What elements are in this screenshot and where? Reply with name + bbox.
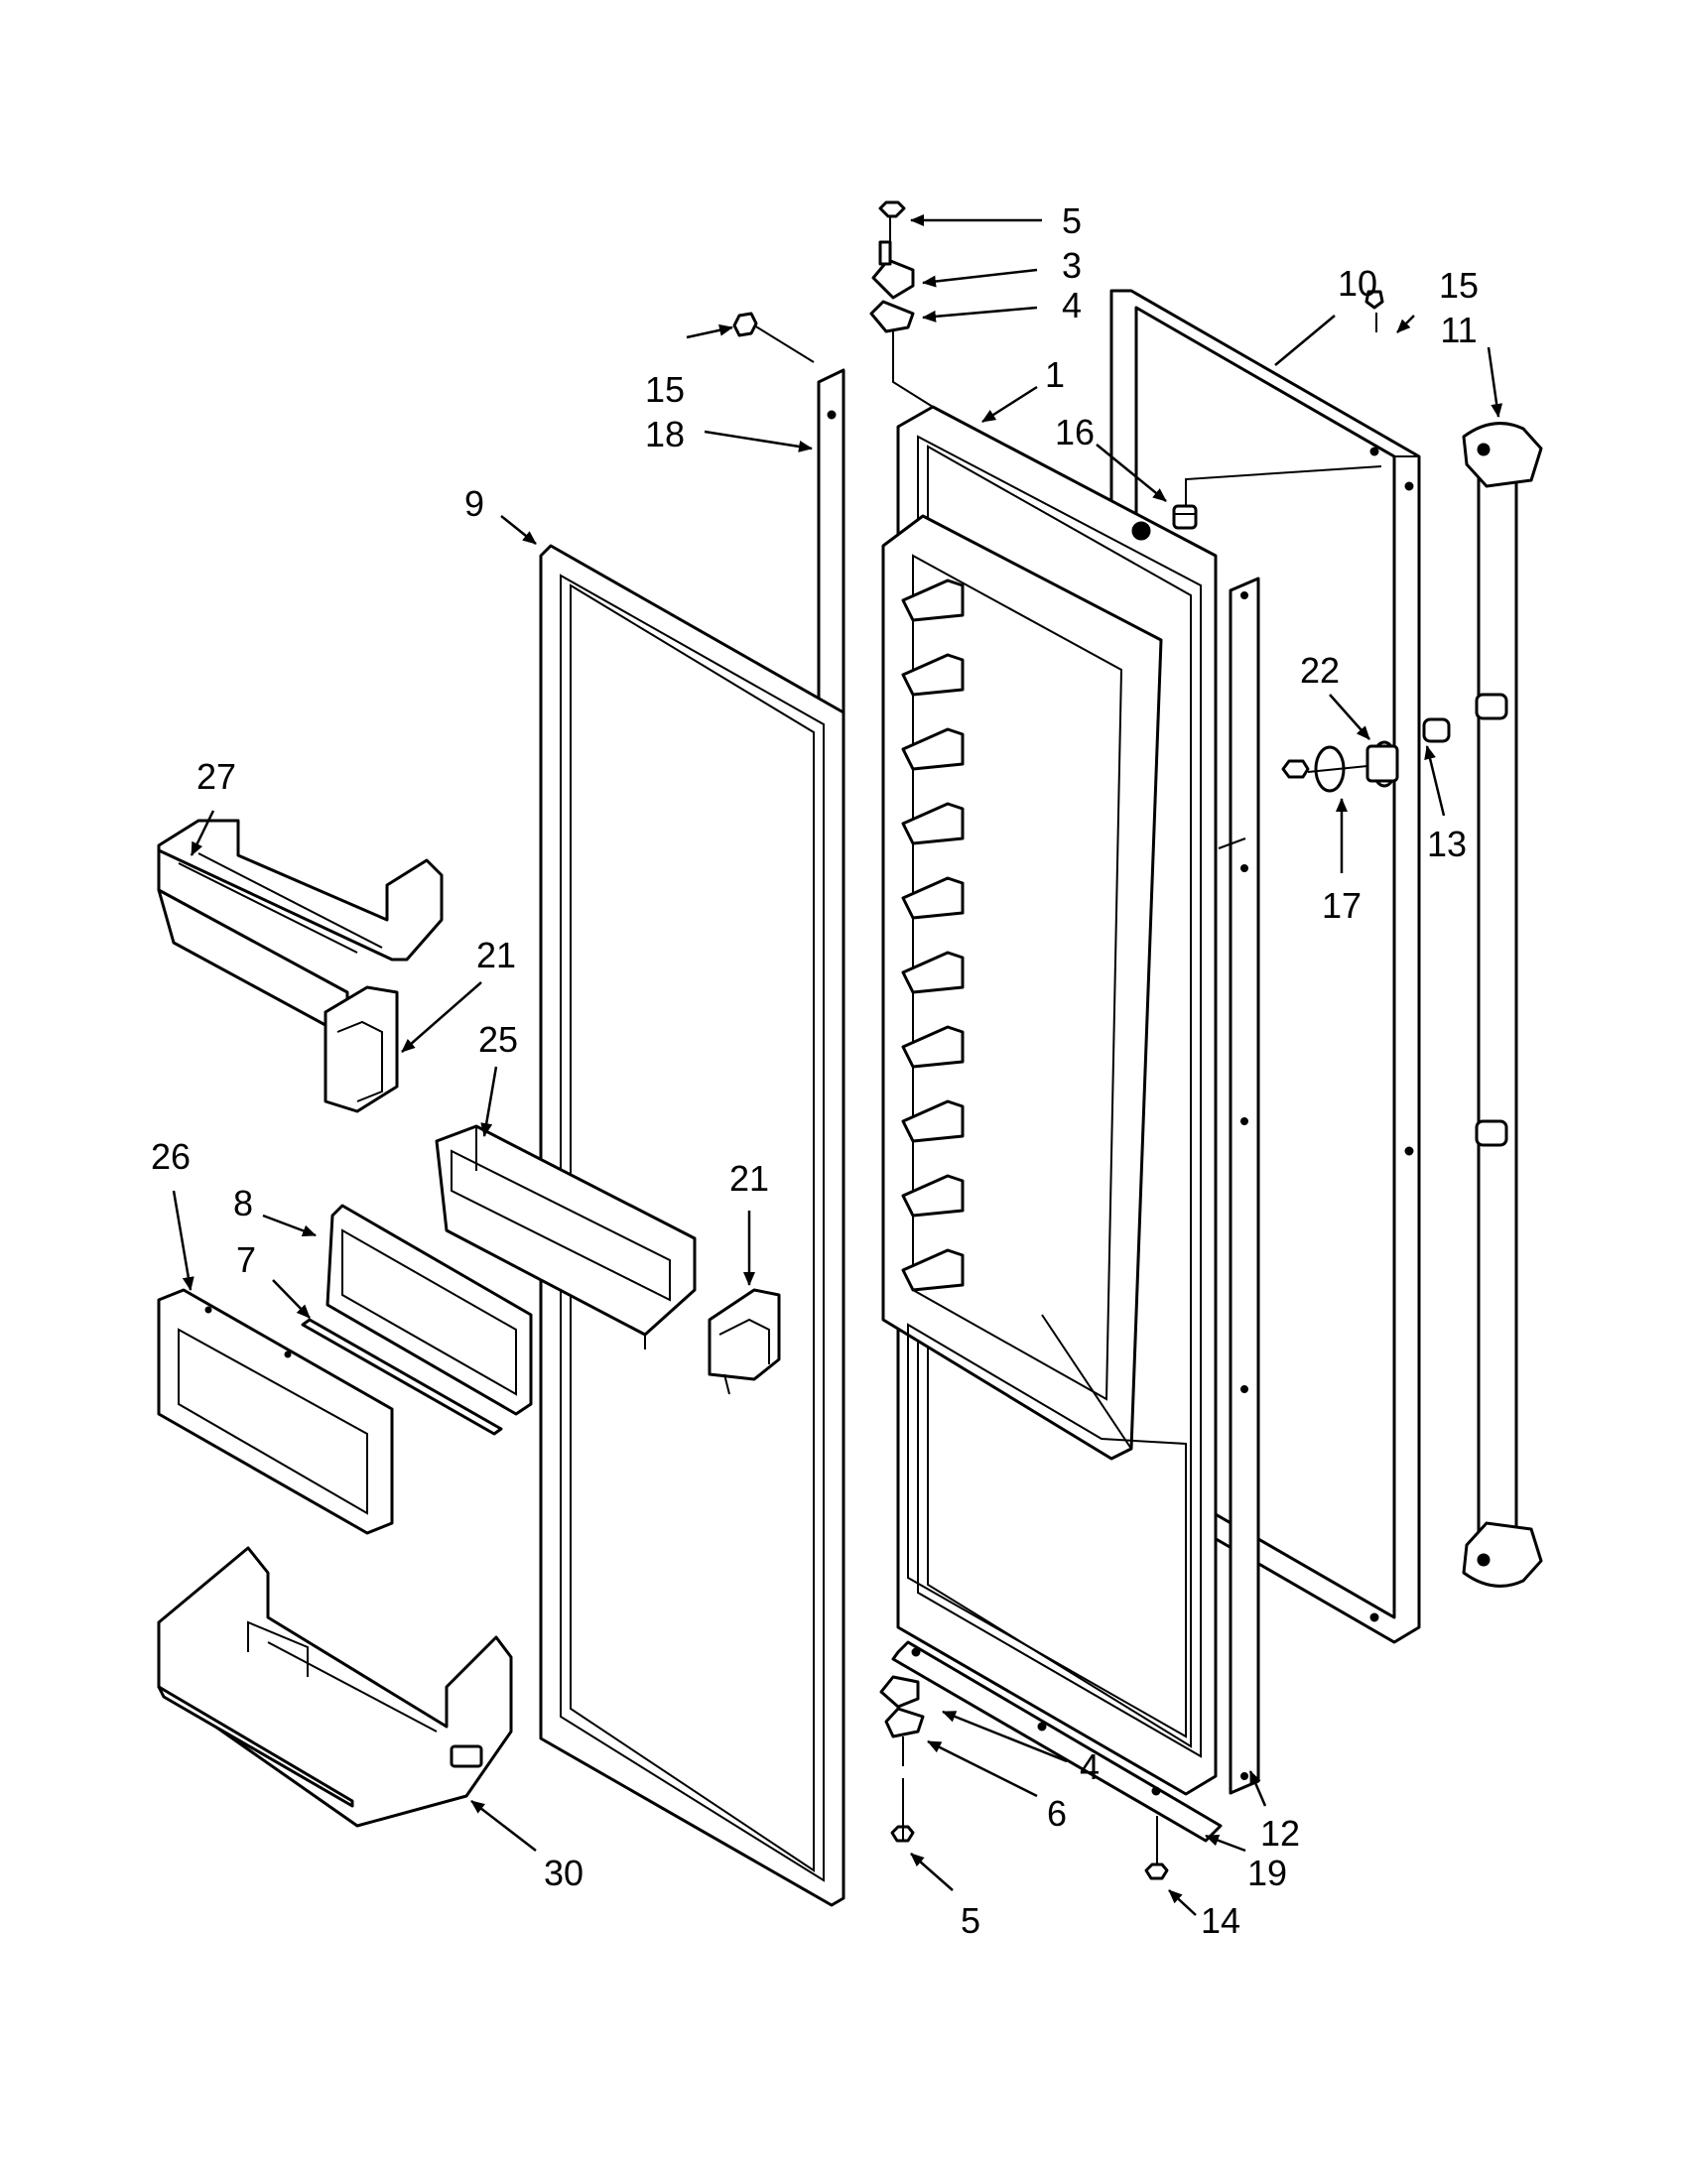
callout-18: 18 [645,414,685,454]
callout-30: 30 [544,1853,584,1893]
callout-21: 21 [476,935,516,975]
callout-25: 25 [478,1019,518,1060]
callout-9: 9 [464,483,484,524]
top-hinge-assembly [869,200,934,408]
handle-mount-hardware [1218,717,1451,849]
callout-6: 6 [1047,1793,1067,1834]
callout-3: 3 [1062,245,1082,286]
callout-11: 11 [1440,310,1477,350]
door-handle [1462,422,1543,1588]
plug-bushing [1172,465,1382,530]
callout-22: 22 [1300,650,1340,691]
callout-14: 14 [1201,1900,1240,1941]
callout-1: 1 [1045,354,1065,395]
bin-bracket-lower [708,1288,781,1395]
callout-21: 21 [729,1158,769,1199]
bottom-hinge-assembly [879,1640,1223,1880]
callout-15: 15 [645,369,685,410]
crisper-box [435,1124,697,1349]
callout-8: 8 [233,1183,253,1223]
callout-7: 7 [236,1239,256,1280]
callout-5: 5 [961,1900,980,1941]
callout-17: 17 [1322,885,1362,926]
callout-4: 4 [1080,1746,1100,1787]
callout-15: 15 [1439,265,1479,306]
callout-13: 13 [1427,824,1467,864]
screw-right-15 [1364,290,1384,332]
callout-16: 16 [1055,412,1095,452]
door-gasket [539,544,845,1907]
callout-19: 19 [1247,1853,1287,1893]
leader-lines [172,214,1503,1916]
callout-27: 27 [196,756,236,797]
callout-12: 12 [1260,1813,1300,1854]
callout-26: 26 [151,1136,191,1177]
callout-10: 10 [1338,263,1377,304]
shelf-ribs [901,578,965,1292]
lower-shelf-cover [157,1288,394,1535]
callout-4: 4 [1062,285,1082,325]
lower-door-bin [157,1546,513,1828]
bin-bracket-upper [324,985,399,1113]
screw-left-15 [732,312,815,363]
callout-labels: 5 3 4 10 15 11 1 15 18 16 9 22 13 17 27 … [151,200,1479,1941]
callout-5: 5 [1062,200,1082,241]
window-strip [301,1318,503,1436]
bin-window-frame [325,1204,533,1416]
side-trim-strip [1229,577,1260,1795]
door-liner-assembly [881,405,1218,1796]
upper-door-bin [157,819,444,1039]
